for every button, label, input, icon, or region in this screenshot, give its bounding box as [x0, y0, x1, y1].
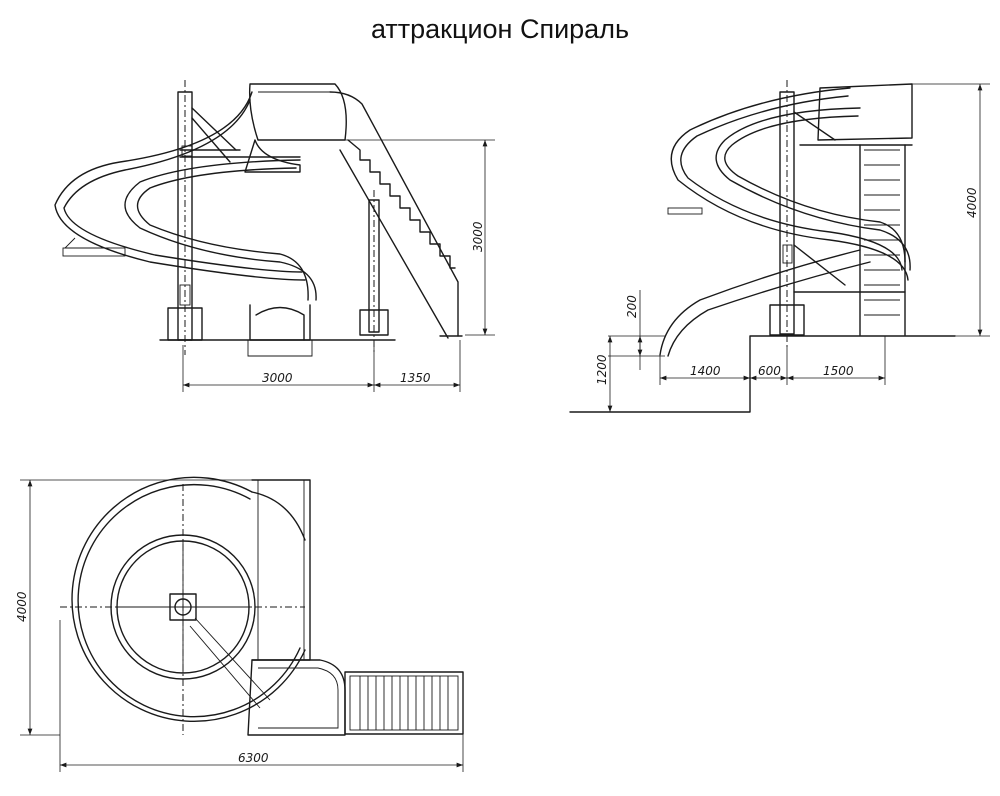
front-dim-width-stair: 1350 [400, 371, 431, 385]
front-tower-cabin [244, 83, 347, 173]
side-dim-height: 4000 [965, 187, 979, 218]
side-dim-gap: 600 [758, 364, 781, 378]
plan-dimensions: 4000 6300 [15, 479, 464, 772]
drawing-title: аттракцион Спираль [370, 14, 630, 44]
front-dimensions: 3000 1350 3000 [182, 139, 495, 392]
side-dimensions: 4000 200 1200 1400 600 1500 [595, 83, 990, 413]
plan-view: 4000 6300 [15, 476, 464, 772]
plan-dim-height: 4000 [15, 591, 29, 622]
plan-dim-width: 6300 [238, 751, 269, 765]
plan-staircase [344, 671, 464, 735]
side-view: 4000 200 1200 1400 600 1500 [569, 80, 990, 413]
side-dim-base: 1500 [823, 364, 854, 378]
front-spiral-slide [54, 91, 317, 357]
front-center-pole [167, 80, 203, 355]
side-spiral-slide [659, 87, 911, 357]
side-dim-exit-height: 200 [625, 295, 639, 318]
front-view: 3000 1350 3000 [54, 80, 495, 392]
side-dim-exit-len: 1400 [690, 364, 721, 378]
plan-center-pole [169, 593, 197, 621]
front-dim-height: 3000 [471, 221, 485, 252]
side-dim-platform-height: 1200 [595, 354, 609, 385]
front-staircase [329, 91, 463, 339]
plan-spiral-slide [60, 476, 306, 735]
front-dim-width-main: 3000 [262, 371, 293, 385]
